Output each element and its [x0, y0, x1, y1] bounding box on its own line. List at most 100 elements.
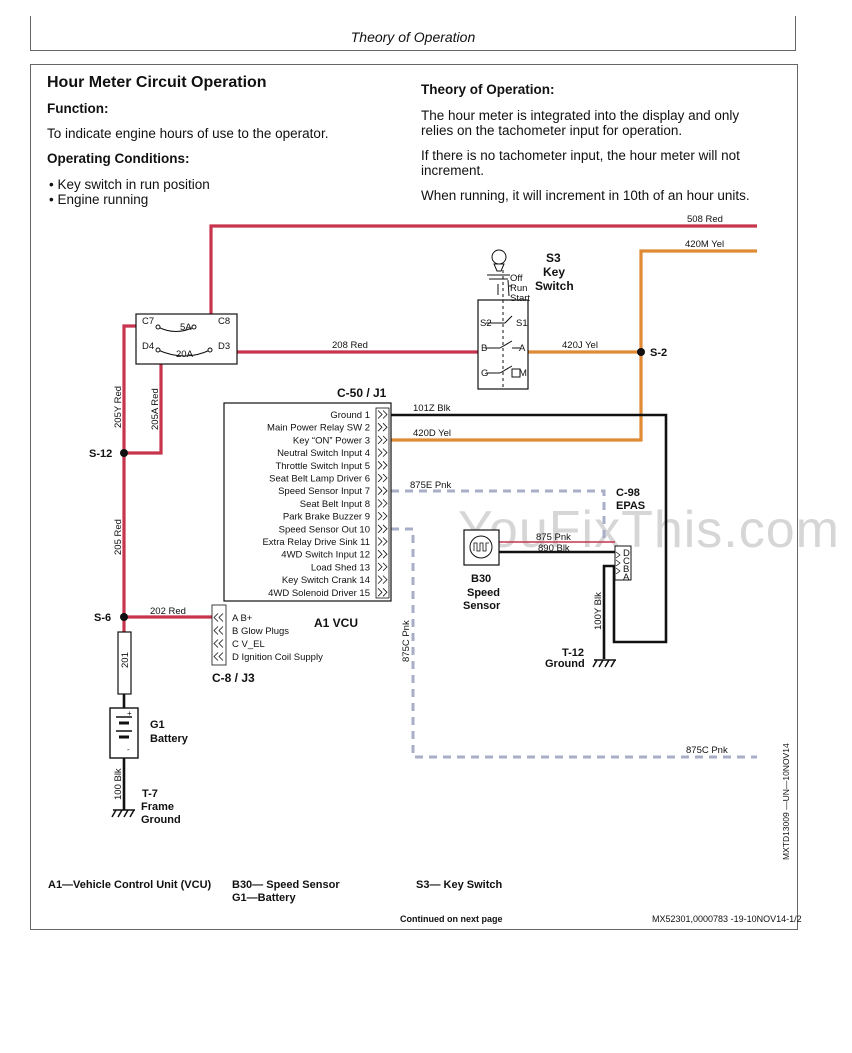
- svg-text:+: +: [127, 709, 132, 718]
- content-frame: [30, 64, 798, 930]
- condition-text: Engine running: [57, 192, 149, 207]
- key-switch-name1: Key: [543, 265, 565, 279]
- key-start-label: Start: [510, 293, 530, 304]
- condition-item: • Engine running: [49, 192, 149, 207]
- vcu-j3-pin-label: C V_EL: [232, 639, 265, 650]
- theory-paragraph-line: The hour meter is integrated into the di…: [421, 108, 740, 123]
- t12-name: Ground: [545, 658, 585, 670]
- key-off-label: Off: [510, 273, 523, 284]
- key-a-pin: A: [519, 343, 526, 354]
- splice-s12-dot: [120, 449, 128, 457]
- key-switch-name2: Switch: [535, 279, 574, 293]
- vcu-conn-bottom: C-8 / J3: [212, 671, 255, 685]
- theory-paragraph-line: relies on the tachometer input for opera…: [421, 123, 683, 138]
- wire-label-420d: 420D Yel: [413, 428, 451, 439]
- vcu-pin-label: 4WD Switch Input 12: [281, 550, 370, 561]
- key-s2-pin: S2: [480, 318, 492, 329]
- splice-s12-label: S-12: [89, 448, 112, 460]
- wire-label-508: 508 Red: [687, 214, 723, 225]
- function-text: To indicate engine hours of use to the o…: [47, 126, 329, 141]
- fuse-c7-label: C7: [142, 316, 154, 327]
- epas-pin-b: B: [623, 564, 629, 575]
- t12-id: T-12: [562, 647, 584, 659]
- t12-ground-icon: [592, 659, 616, 668]
- legend-a1: A1—Vehicle Control Unit (VCU): [48, 879, 212, 891]
- epas-pin-a: A: [623, 572, 630, 583]
- fuse-d3-label: D3: [218, 341, 230, 352]
- key-icon: [487, 249, 512, 297]
- vcu-pin-label: Speed Sensor Out 10: [279, 524, 370, 535]
- splice-s6-dot: [120, 613, 128, 621]
- wire-label-875c-v: 875C Pnk: [401, 620, 412, 662]
- wire-label-100: 100 Blk: [113, 768, 124, 800]
- page-header-title: Theory of Operation: [350, 29, 476, 45]
- vcu-pin-label: Throttle Switch Input 5: [275, 461, 370, 472]
- wire-label-420j: 420J Yel: [562, 340, 598, 351]
- epas-pin-c: C: [623, 556, 630, 567]
- wire-101z-blk: [391, 413, 668, 659]
- wire-label-875: 875 Pnk: [536, 532, 571, 543]
- wire-label-101z: 101Z Blk: [413, 403, 451, 414]
- legend-s3: S3— Key Switch: [416, 879, 503, 891]
- speed-sensor-name2: Sensor: [463, 600, 501, 612]
- vcu-pin-label: 4WD Solenoid Driver 15: [268, 588, 370, 599]
- vcu-body: [223, 402, 392, 602]
- t7-id: T-7: [142, 788, 158, 800]
- key-switch-id: S3: [546, 251, 561, 265]
- key-g-pin: G: [481, 368, 488, 379]
- wire-label-100y: 100Y Blk: [593, 592, 604, 630]
- fuse-20a-symbol: [157, 349, 211, 357]
- watermark: YouFixThis.com: [458, 501, 840, 559]
- wire-508-red: [209, 224, 757, 328]
- wire-label-205a: 205A Red: [150, 388, 161, 430]
- function-heading: Function:: [47, 101, 109, 116]
- splice-s6-label: S-6: [94, 612, 111, 624]
- legend-b30: B30— Speed Sensor: [232, 879, 340, 891]
- vcu-pin-label: Seat Belt Input 8: [300, 499, 370, 510]
- legend-g1: G1—Battery: [232, 892, 296, 904]
- vcu-pin-label: Speed Sensor Input 7: [278, 486, 370, 497]
- wire-label-202: 202 Red: [150, 606, 186, 617]
- splice-s2-dot: [637, 348, 645, 356]
- wire-875c-pnk: [391, 527, 757, 759]
- wire-875e-pnk: [391, 489, 606, 542]
- theory-paragraph-line: increment.: [421, 163, 485, 178]
- vcu-j3-pin-label: B Glow Plugs: [232, 626, 289, 637]
- vcu-j3-pin-label: D Ignition Coil Supply: [232, 652, 323, 663]
- battery-id: G1: [150, 719, 165, 731]
- wire-label-875e: 875E Pnk: [410, 480, 451, 491]
- vcu-conn-top: C-50 / J1: [337, 386, 387, 400]
- continued-note: Continued on next page: [400, 914, 503, 924]
- vcu-pin-label: Key “ON” Power 3: [293, 435, 370, 446]
- conditions-heading: Operating Conditions:: [47, 151, 190, 166]
- svg-text:-: -: [127, 745, 130, 754]
- epas-pin-d: D: [623, 548, 630, 559]
- wire-label-420m: 420M Yel: [685, 239, 724, 250]
- condition-item: • Key switch in run position: [49, 177, 210, 192]
- vcu-pin-label: Key Switch Crank 14: [282, 575, 370, 586]
- vcu-pin-label: Load Shed 13: [311, 562, 370, 573]
- wire-label-890: 890 Blk: [538, 543, 570, 554]
- fusible-link-201: [117, 631, 132, 695]
- key-run-label: Run: [510, 283, 527, 294]
- battery-body: [109, 707, 139, 759]
- fuse-d4-label: D4: [142, 341, 154, 352]
- t7-name2: Ground: [141, 814, 181, 826]
- vcu-pin-label: Main Power Relay SW 2: [267, 423, 370, 434]
- theory-heading: Theory of Operation:: [421, 82, 555, 97]
- wire-label-205: 205 Red: [113, 519, 124, 555]
- vcu-pin-label: Seat Belt Lamp Driver 6: [269, 474, 370, 485]
- wire-label-205y: 205Y Red: [113, 386, 124, 428]
- vcu-name: A1 VCU: [314, 616, 358, 630]
- document-code: MX52301,0000783 -19-10NOV14-1/2: [652, 914, 802, 924]
- t7-name1: Frame: [141, 801, 174, 813]
- theory-paragraph-line: If there is no tachometer input, the hou…: [421, 148, 740, 163]
- fuse-5a-label: 5A: [180, 322, 192, 333]
- epas-id: C-98: [616, 487, 640, 499]
- key-m-pin: M: [519, 368, 527, 379]
- key-b-pin: B: [481, 343, 487, 354]
- fuse-20a-label: 20A: [176, 349, 194, 360]
- speed-sensor-icon: [469, 535, 493, 559]
